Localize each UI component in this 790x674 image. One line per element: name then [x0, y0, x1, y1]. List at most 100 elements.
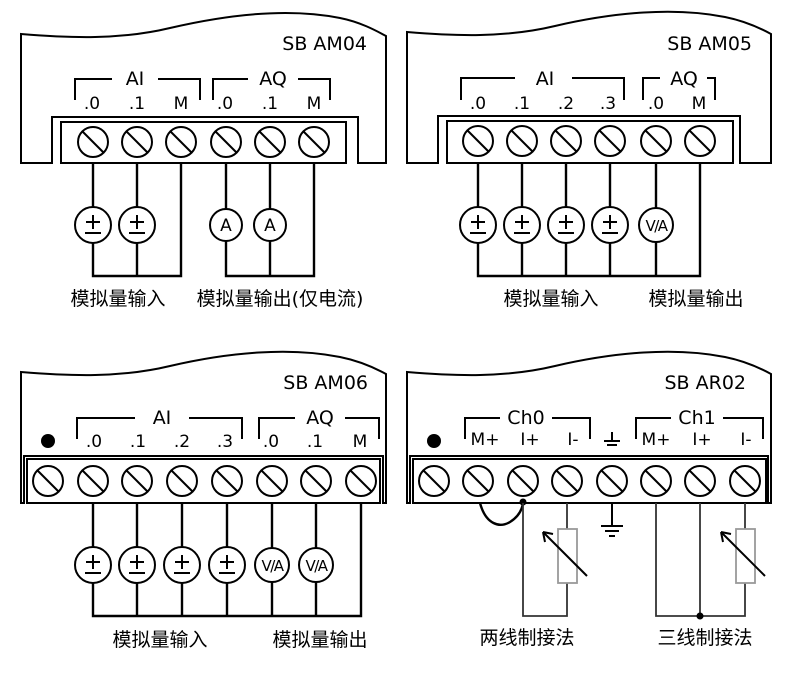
- terminal-block: [26, 458, 381, 504]
- caption-analog-output: 模拟量输出: [272, 629, 367, 651]
- terminal-screw-icon: [166, 465, 198, 497]
- terminal-screw-icon: [684, 465, 716, 497]
- terminal-screw-icon: [684, 125, 716, 157]
- group-label-aq: AQ: [259, 68, 287, 90]
- terminal-screw-icon: [298, 126, 330, 158]
- pin-label: M+: [642, 430, 671, 450]
- pin-label: .2: [174, 432, 190, 452]
- caption-analog-input: 模拟量输入: [503, 288, 598, 310]
- group-bracket-aq: [212, 78, 331, 100]
- terminal-screw-icon: [551, 465, 583, 497]
- ammeter-symbol: A: [253, 208, 287, 242]
- wire: [224, 163, 316, 278]
- pin-label: M: [692, 94, 707, 114]
- terminal-screw-icon: [640, 465, 672, 497]
- module-title: SB AM05: [667, 33, 752, 55]
- caption-three-wire: 三线制接法: [657, 627, 752, 649]
- group-label-aq: AQ: [670, 68, 698, 90]
- pin-label: M: [353, 432, 368, 452]
- pin-label: .2: [558, 94, 574, 114]
- source-symbol: [208, 546, 246, 584]
- terminal-screw-icon: [462, 125, 494, 157]
- variable-arrow-icon: [542, 531, 588, 577]
- group-bracket-ai: [76, 417, 243, 439]
- terminal-screw-icon: [462, 465, 494, 497]
- terminal-screw-icon: [507, 465, 539, 497]
- pin-label: .3: [217, 432, 233, 452]
- module-title: SB AR02: [664, 372, 746, 394]
- volt-ammeter-symbol: V/A: [298, 547, 334, 583]
- terminal-screw-icon: [345, 465, 377, 497]
- module-housing: [406, 350, 772, 504]
- junction-dot: [696, 612, 704, 620]
- terminal-screw-icon: [121, 126, 153, 158]
- pin-label: M: [174, 94, 189, 114]
- status-led-dot: [41, 434, 55, 448]
- pin-label: I+: [692, 430, 711, 450]
- ground-icon: [601, 503, 623, 537]
- wire: [91, 503, 363, 618]
- terminal-screw-icon: [729, 465, 761, 497]
- source-symbol: [163, 546, 201, 584]
- pin-label: .0: [263, 432, 279, 452]
- pin-label: .1: [307, 432, 323, 452]
- pin-label: .1: [130, 432, 146, 452]
- pin-label: .0: [648, 94, 664, 114]
- terminal-screw-icon: [640, 125, 672, 157]
- module-title: SB AM06: [283, 372, 368, 394]
- terminal-screw-icon: [210, 126, 242, 158]
- terminal-screw-icon: [211, 465, 243, 497]
- device-symbol-label: V/A: [305, 557, 328, 575]
- pin-label: .0: [86, 432, 102, 452]
- source-symbol: [591, 206, 629, 244]
- terminal-screw-icon: [418, 465, 450, 497]
- pin-label: .0: [217, 94, 233, 114]
- ammeter-symbol: A: [209, 208, 243, 242]
- terminal-screw-icon: [506, 125, 538, 157]
- junction-dot: [519, 498, 527, 506]
- terminal-screw-icon: [77, 465, 109, 497]
- group-label-ch0: Ch0: [507, 407, 544, 429]
- device-symbol-label: A: [264, 216, 276, 236]
- terminal-screw-icon: [550, 125, 582, 157]
- group-bracket-aq: [642, 77, 716, 100]
- terminal-screws: [77, 126, 330, 158]
- pin-label: .0: [470, 94, 486, 114]
- terminal-screw-icon: [300, 465, 332, 497]
- source-symbol: [503, 206, 541, 244]
- panel-sb-am05: SB AM05 AI AQ .0 .1 .2 .3 .0 M V/A 模拟量输入…: [406, 10, 772, 310]
- source-symbol: [118, 546, 156, 584]
- device-symbol-label: V/A: [645, 217, 668, 235]
- panel-sb-am04: SB AM04 AI AQ .0 .1 M .0 .1 M A A 模拟量输入 …: [20, 12, 387, 310]
- device-symbol-label: A: [220, 216, 232, 236]
- terminal-screw-icon: [77, 126, 109, 158]
- caption-analog-input: 模拟量输入: [70, 288, 165, 310]
- caption-analog-output: 模拟量输出: [648, 288, 743, 310]
- pin-label: .1: [514, 94, 530, 114]
- module-housing: [20, 12, 387, 164]
- group-bracket-aq: [258, 417, 380, 439]
- panel-sb-am06: SB AM06 AI AQ .0 .1 .2 .3 .0 .1 M V/A V/…: [20, 350, 387, 651]
- device-symbol-label: V/A: [261, 557, 284, 575]
- pin-label: M+: [471, 430, 500, 450]
- pin-label: I-: [567, 430, 578, 450]
- module-housing: [406, 10, 772, 164]
- group-label-ai: AI: [126, 68, 145, 90]
- ground-label-icon: [604, 432, 620, 446]
- status-led-dot: [427, 434, 441, 448]
- terminal-screw-icon: [256, 465, 288, 497]
- pin-label: .0: [84, 94, 100, 114]
- source-symbol: [547, 206, 585, 244]
- source-symbol: [74, 546, 112, 584]
- terminal-screws: [418, 465, 761, 497]
- group-label-aq: AQ: [306, 407, 334, 429]
- terminal-screw-icon: [594, 125, 626, 157]
- module-title: SB AM04: [282, 33, 367, 55]
- group-bracket-ch1: [635, 417, 764, 439]
- volt-ammeter-symbol: V/A: [254, 547, 290, 583]
- group-bracket-ai: [74, 78, 201, 100]
- group-bracket-ch0: [464, 417, 591, 439]
- pin-label: .3: [600, 94, 616, 114]
- module-housing: [20, 350, 387, 504]
